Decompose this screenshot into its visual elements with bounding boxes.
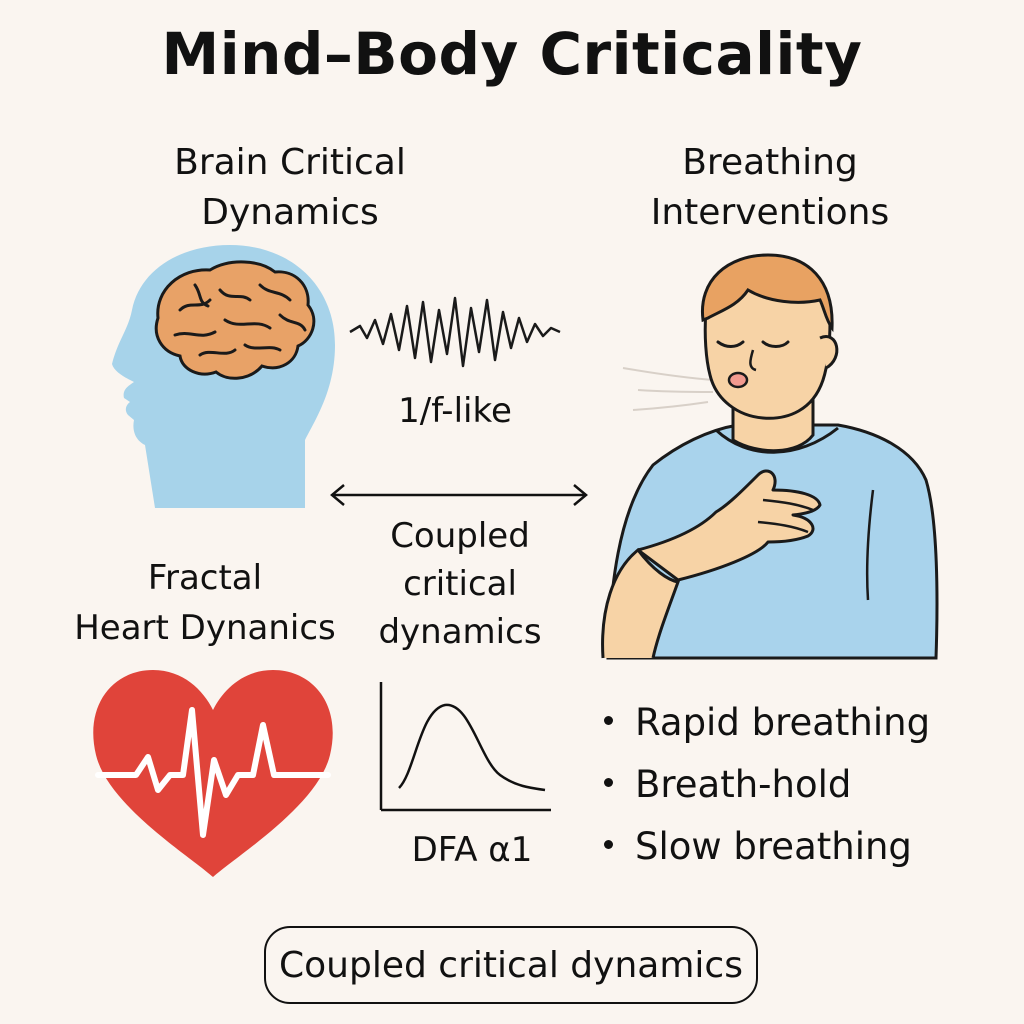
wave-icon <box>345 280 565 380</box>
signal-label: 1/f-like <box>345 387 565 435</box>
breathing-heading-line2: Interventions <box>620 188 920 238</box>
heart-heading-line1: Fractal <box>45 553 365 603</box>
coupled-label: Coupled critical dynamics <box>360 512 560 656</box>
list-item: Slow breathing <box>604 816 930 878</box>
heart-ecg-icon <box>88 665 338 880</box>
coupled-label-line1: Coupled <box>360 512 560 560</box>
person-breathing-icon <box>598 250 938 660</box>
coupled-label-line3: dynamics <box>360 608 560 656</box>
heart-heading-line2: Heart Dynanics <box>45 603 365 653</box>
brain-heading-line1: Brain Critical <box>140 138 440 188</box>
list-item: Breath-hold <box>604 754 930 816</box>
breathing-list: Rapid breathing Breath-hold Slow breathi… <box>604 692 930 878</box>
footer-pill: Coupled critical dynamics <box>264 926 758 1004</box>
coupled-label-line2: critical <box>360 560 560 608</box>
list-item: Rapid breathing <box>604 692 930 754</box>
dfa-label: DFA α1 <box>372 826 572 874</box>
head-brain-icon <box>100 240 340 510</box>
brain-heading-line2: Dynamics <box>140 188 440 238</box>
breathing-heading: Breathing Interventions <box>620 138 920 238</box>
distribution-curve-icon <box>375 680 555 815</box>
bullet-icon <box>604 778 613 787</box>
double-arrow-icon <box>328 480 590 510</box>
bullet-icon <box>604 716 613 725</box>
heart-heading: Fractal Heart Dynanics <box>45 553 365 653</box>
bullet-icon <box>604 840 613 849</box>
breathing-heading-line1: Breathing <box>620 138 920 188</box>
page-title: Mind–Body Criticality <box>0 20 1024 88</box>
brain-heading: Brain Critical Dynamics <box>140 138 440 238</box>
